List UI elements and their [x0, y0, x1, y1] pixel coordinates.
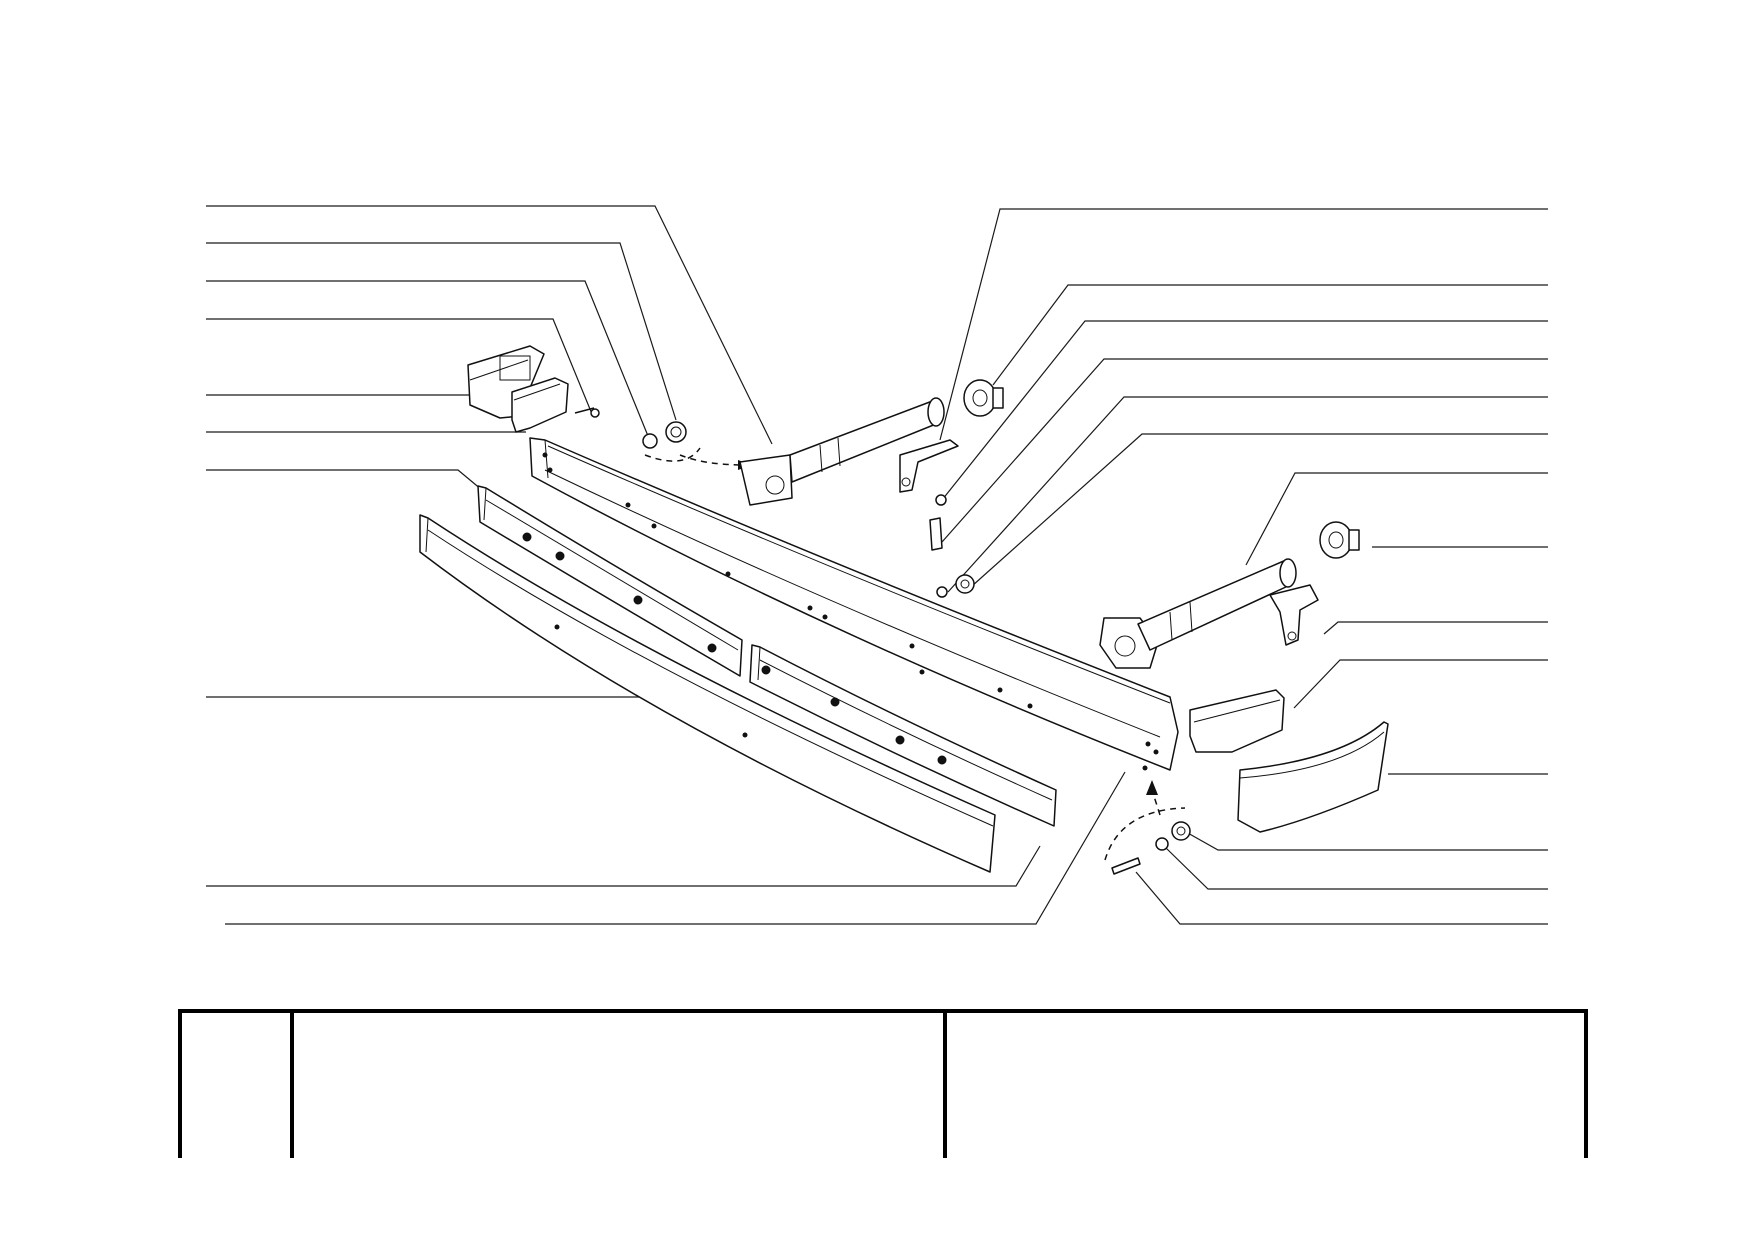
leader-left-8 — [206, 689, 666, 698]
right-end-cap — [1237, 721, 1389, 833]
leader-left-9 — [206, 845, 1041, 887]
rubber-strip — [419, 514, 996, 873]
right-leader-lines — [939, 208, 1548, 925]
center-nut-and-washer — [936, 574, 975, 598]
leader-right-6 — [971, 433, 1548, 587]
right-mounting-tube — [1099, 558, 1297, 669]
footer-cell-2 — [296, 1016, 941, 1146]
leader-right-1 — [939, 208, 1548, 441]
left-bracket — [511, 377, 569, 433]
leader-right-3 — [941, 320, 1548, 501]
left-leader-lines — [206, 205, 1126, 925]
leader-left-2 — [206, 242, 677, 421]
footer-table-frame — [178, 1009, 1588, 1158]
leader-left-3 — [206, 280, 649, 437]
left-mounting-tube — [739, 397, 945, 506]
leader-right-10 — [1293, 659, 1548, 709]
leader-left-10 — [225, 771, 1126, 925]
bumper-beam — [529, 437, 1179, 771]
left-screw — [574, 407, 600, 418]
leader-right-4 — [941, 358, 1548, 543]
center-bolt — [929, 517, 943, 551]
left-washer-and-nut — [642, 421, 752, 470]
leader-right-14 — [1135, 871, 1548, 925]
footer-cell-3 — [949, 1016, 1582, 1146]
leader-right-9 — [1323, 621, 1548, 635]
left-rubber-buffer — [963, 379, 1004, 417]
right-bracket — [1189, 689, 1285, 753]
leader-right-2 — [992, 284, 1548, 386]
center-washer — [935, 494, 947, 506]
trim-strip — [477, 485, 1057, 827]
leader-right-13 — [1165, 847, 1548, 890]
leader-left-7 — [206, 469, 483, 491]
right-tube-bracket — [1269, 584, 1319, 646]
leader-left-1 — [206, 205, 773, 445]
leader-right-12 — [1185, 831, 1548, 851]
footer-cell-1 — [184, 1016, 288, 1146]
leader-right-5 — [947, 396, 1548, 593]
right-rubber-buffer — [1319, 521, 1360, 559]
leader-left-4 — [206, 318, 593, 415]
right-fasteners — [1104, 780, 1191, 875]
left-tube-bracket — [899, 439, 959, 493]
leader-right-7 — [1245, 472, 1548, 566]
